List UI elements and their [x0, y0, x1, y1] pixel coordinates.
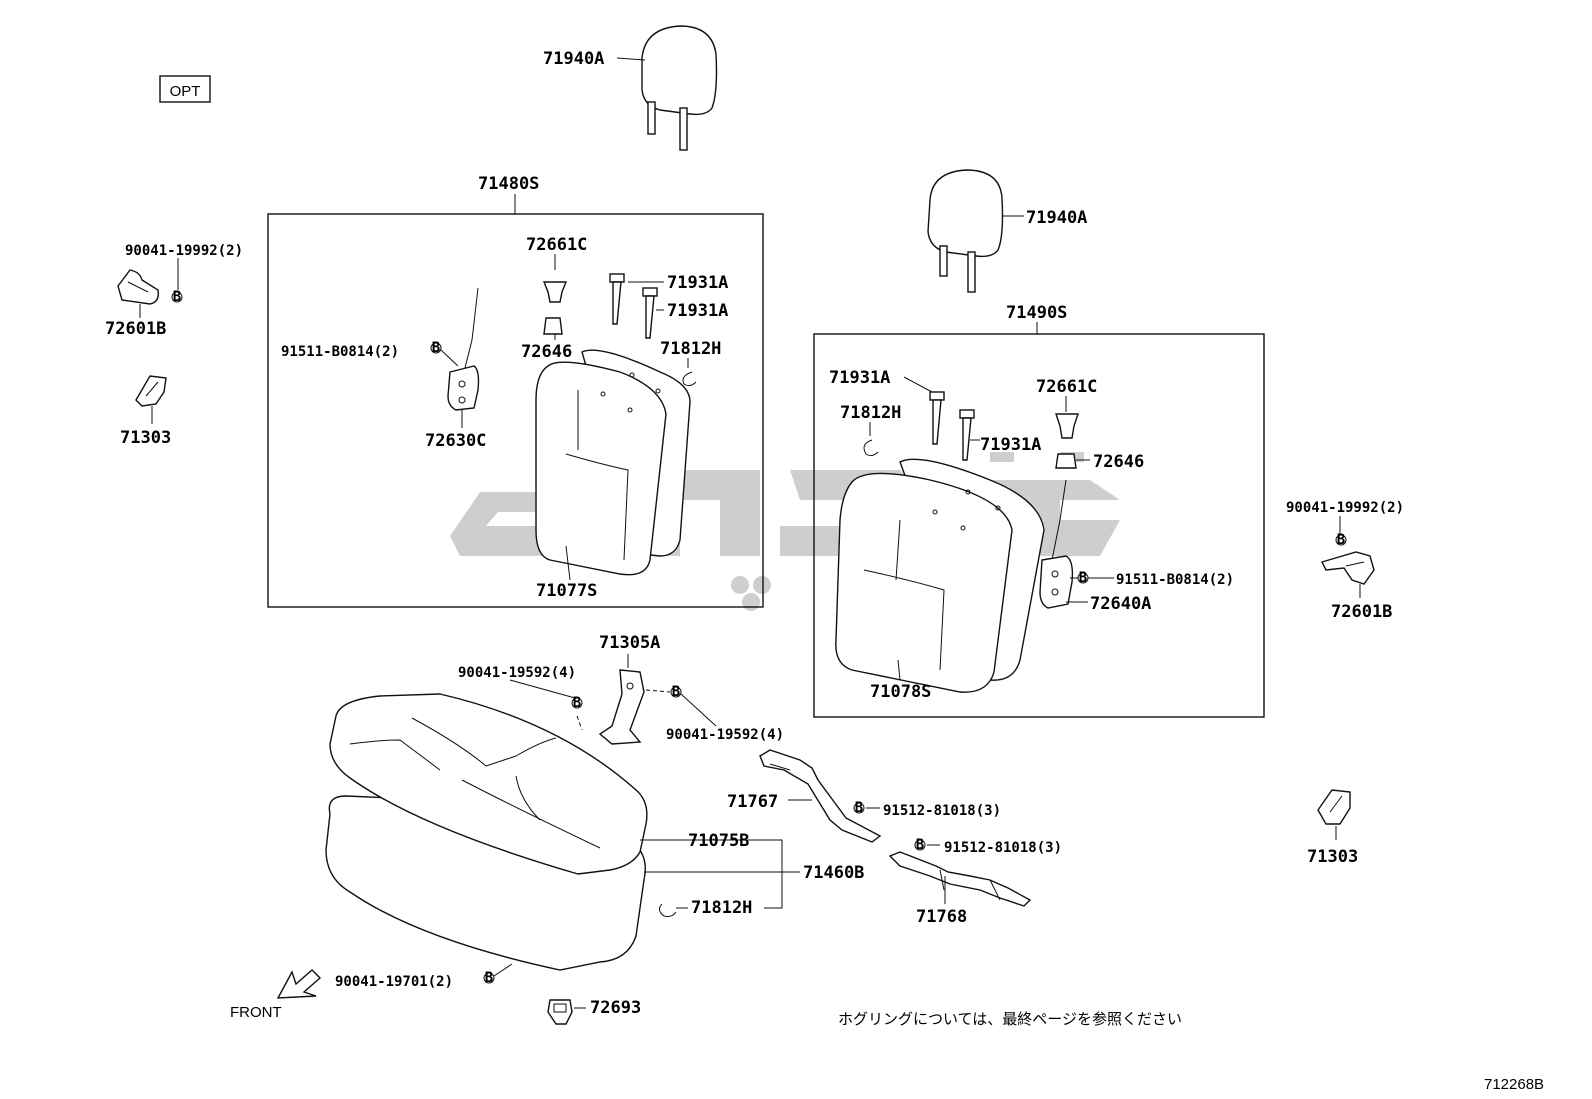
hogring-left-part: [682, 371, 697, 387]
bolt-center-1-label: 90041-19592(4): [458, 665, 576, 681]
collar-right-label: 72646: [1093, 452, 1144, 472]
svg-text:B: B: [855, 800, 863, 816]
note-japanese: ホグリングについては、最終ページを参照ください: [838, 1011, 1182, 1028]
guide-right-1-part: [929, 391, 945, 445]
headrest-right-label: 71940A: [1026, 208, 1087, 228]
hogring-right-label: 71812H: [840, 403, 901, 423]
group-right-box: [813, 333, 1265, 718]
hold-left-label: 72661C: [526, 235, 587, 255]
hinge-center-part: [598, 669, 645, 745]
cover-right-label: 71303: [1307, 847, 1358, 867]
group-right-label: 71490S: [1006, 303, 1067, 323]
lock-right-part: [1039, 479, 1074, 609]
cushion-assy-label: 71460B: [803, 863, 864, 883]
svg-text:B: B: [1079, 570, 1087, 586]
headrest-left-part: [641, 25, 718, 151]
hold-left-part: [542, 281, 568, 303]
lock-left-label: 72630C: [425, 431, 486, 451]
svg-text:B: B: [573, 695, 581, 711]
group-left-label: 71480S: [478, 174, 539, 194]
clip-bottom-part: [547, 999, 573, 1025]
hold-right-part: [1055, 413, 1079, 439]
collar-left-part: [543, 317, 563, 335]
svg-text:B: B: [672, 684, 680, 700]
bolt-front-label: 90041-19701(2): [335, 974, 453, 990]
cushion-cover-label: 71075B: [688, 831, 749, 851]
seatback-left-part: [535, 349, 691, 576]
hogring-left-label: 71812H: [660, 339, 721, 359]
bolt-right-label: 90041-19992(2): [1286, 500, 1404, 516]
hogring-center-part: [658, 903, 677, 917]
front-label: FRONT: [230, 1004, 282, 1021]
guide-left-2-label: 71931A: [667, 301, 728, 321]
cover-left-part: [135, 375, 167, 407]
bolt-center-2-label: 90041-19592(4): [666, 727, 784, 743]
back-right-label: 71078S: [870, 682, 931, 702]
seatback-right-part: [835, 458, 1045, 693]
bolt-left-label: 90041-19992(2): [125, 243, 243, 259]
bolt-bracket-1-label: 91512-81018(3): [883, 803, 1001, 819]
hinge-right-label: 72601B: [1331, 602, 1392, 622]
hogring-center-label: 71812H: [691, 898, 752, 918]
seat-cushion-part: [325, 693, 648, 971]
cover-left-label: 71303: [120, 428, 171, 448]
bolt-lock-left-label: 91511-B0814(2): [281, 344, 399, 360]
clip-bottom-label: 72693: [590, 998, 641, 1018]
svg-text:B: B: [916, 837, 924, 853]
hold-right-label: 72661C: [1036, 377, 1097, 397]
opt-box: [159, 75, 211, 103]
bolt-bracket-2-label: 91512-81018(3): [944, 840, 1062, 856]
guide-right-2-part: [959, 409, 975, 461]
bracket-1-label: 71767: [727, 792, 778, 812]
hinge-right-part: [1320, 551, 1375, 585]
headrest-left-label: 71940A: [543, 49, 604, 69]
hinge-left-part: [117, 269, 160, 305]
back-left-label: 71077S: [536, 581, 597, 601]
hinge-center-label: 71305A: [599, 633, 660, 653]
guide-left-2-part: [642, 287, 658, 339]
guide-left-1-part: [609, 273, 625, 325]
svg-text:B: B: [1337, 532, 1345, 548]
hogring-right-part: [863, 439, 879, 457]
cover-right-part: [1317, 789, 1351, 825]
group-left-box: [267, 213, 764, 608]
bolt-lock-right-label: 91511-B0814(2): [1116, 572, 1234, 588]
hinge-left-label: 72601B: [105, 319, 166, 339]
svg-text:B: B: [173, 289, 181, 305]
headrest-right-part: [927, 169, 1004, 293]
diagram-code: 712268B: [1484, 1076, 1544, 1093]
lock-right-label: 72640A: [1090, 594, 1151, 614]
guide-right-2-label: 71931A: [980, 435, 1041, 455]
guide-right-1-label: 71931A: [829, 368, 890, 388]
svg-text:B: B: [432, 340, 440, 356]
bracket-2-label: 71768: [916, 907, 967, 927]
opt-label: OPT: [170, 83, 201, 100]
lock-left-part: [447, 287, 480, 411]
bracket-1-part: [759, 749, 882, 843]
bracket-2-part: [888, 851, 1032, 907]
collar-right-part: [1055, 453, 1077, 469]
front-arrow-icon: [276, 969, 322, 999]
guide-left-1-label: 71931A: [667, 273, 728, 293]
svg-text:B: B: [485, 970, 493, 986]
collar-left-label: 72646: [521, 342, 572, 362]
